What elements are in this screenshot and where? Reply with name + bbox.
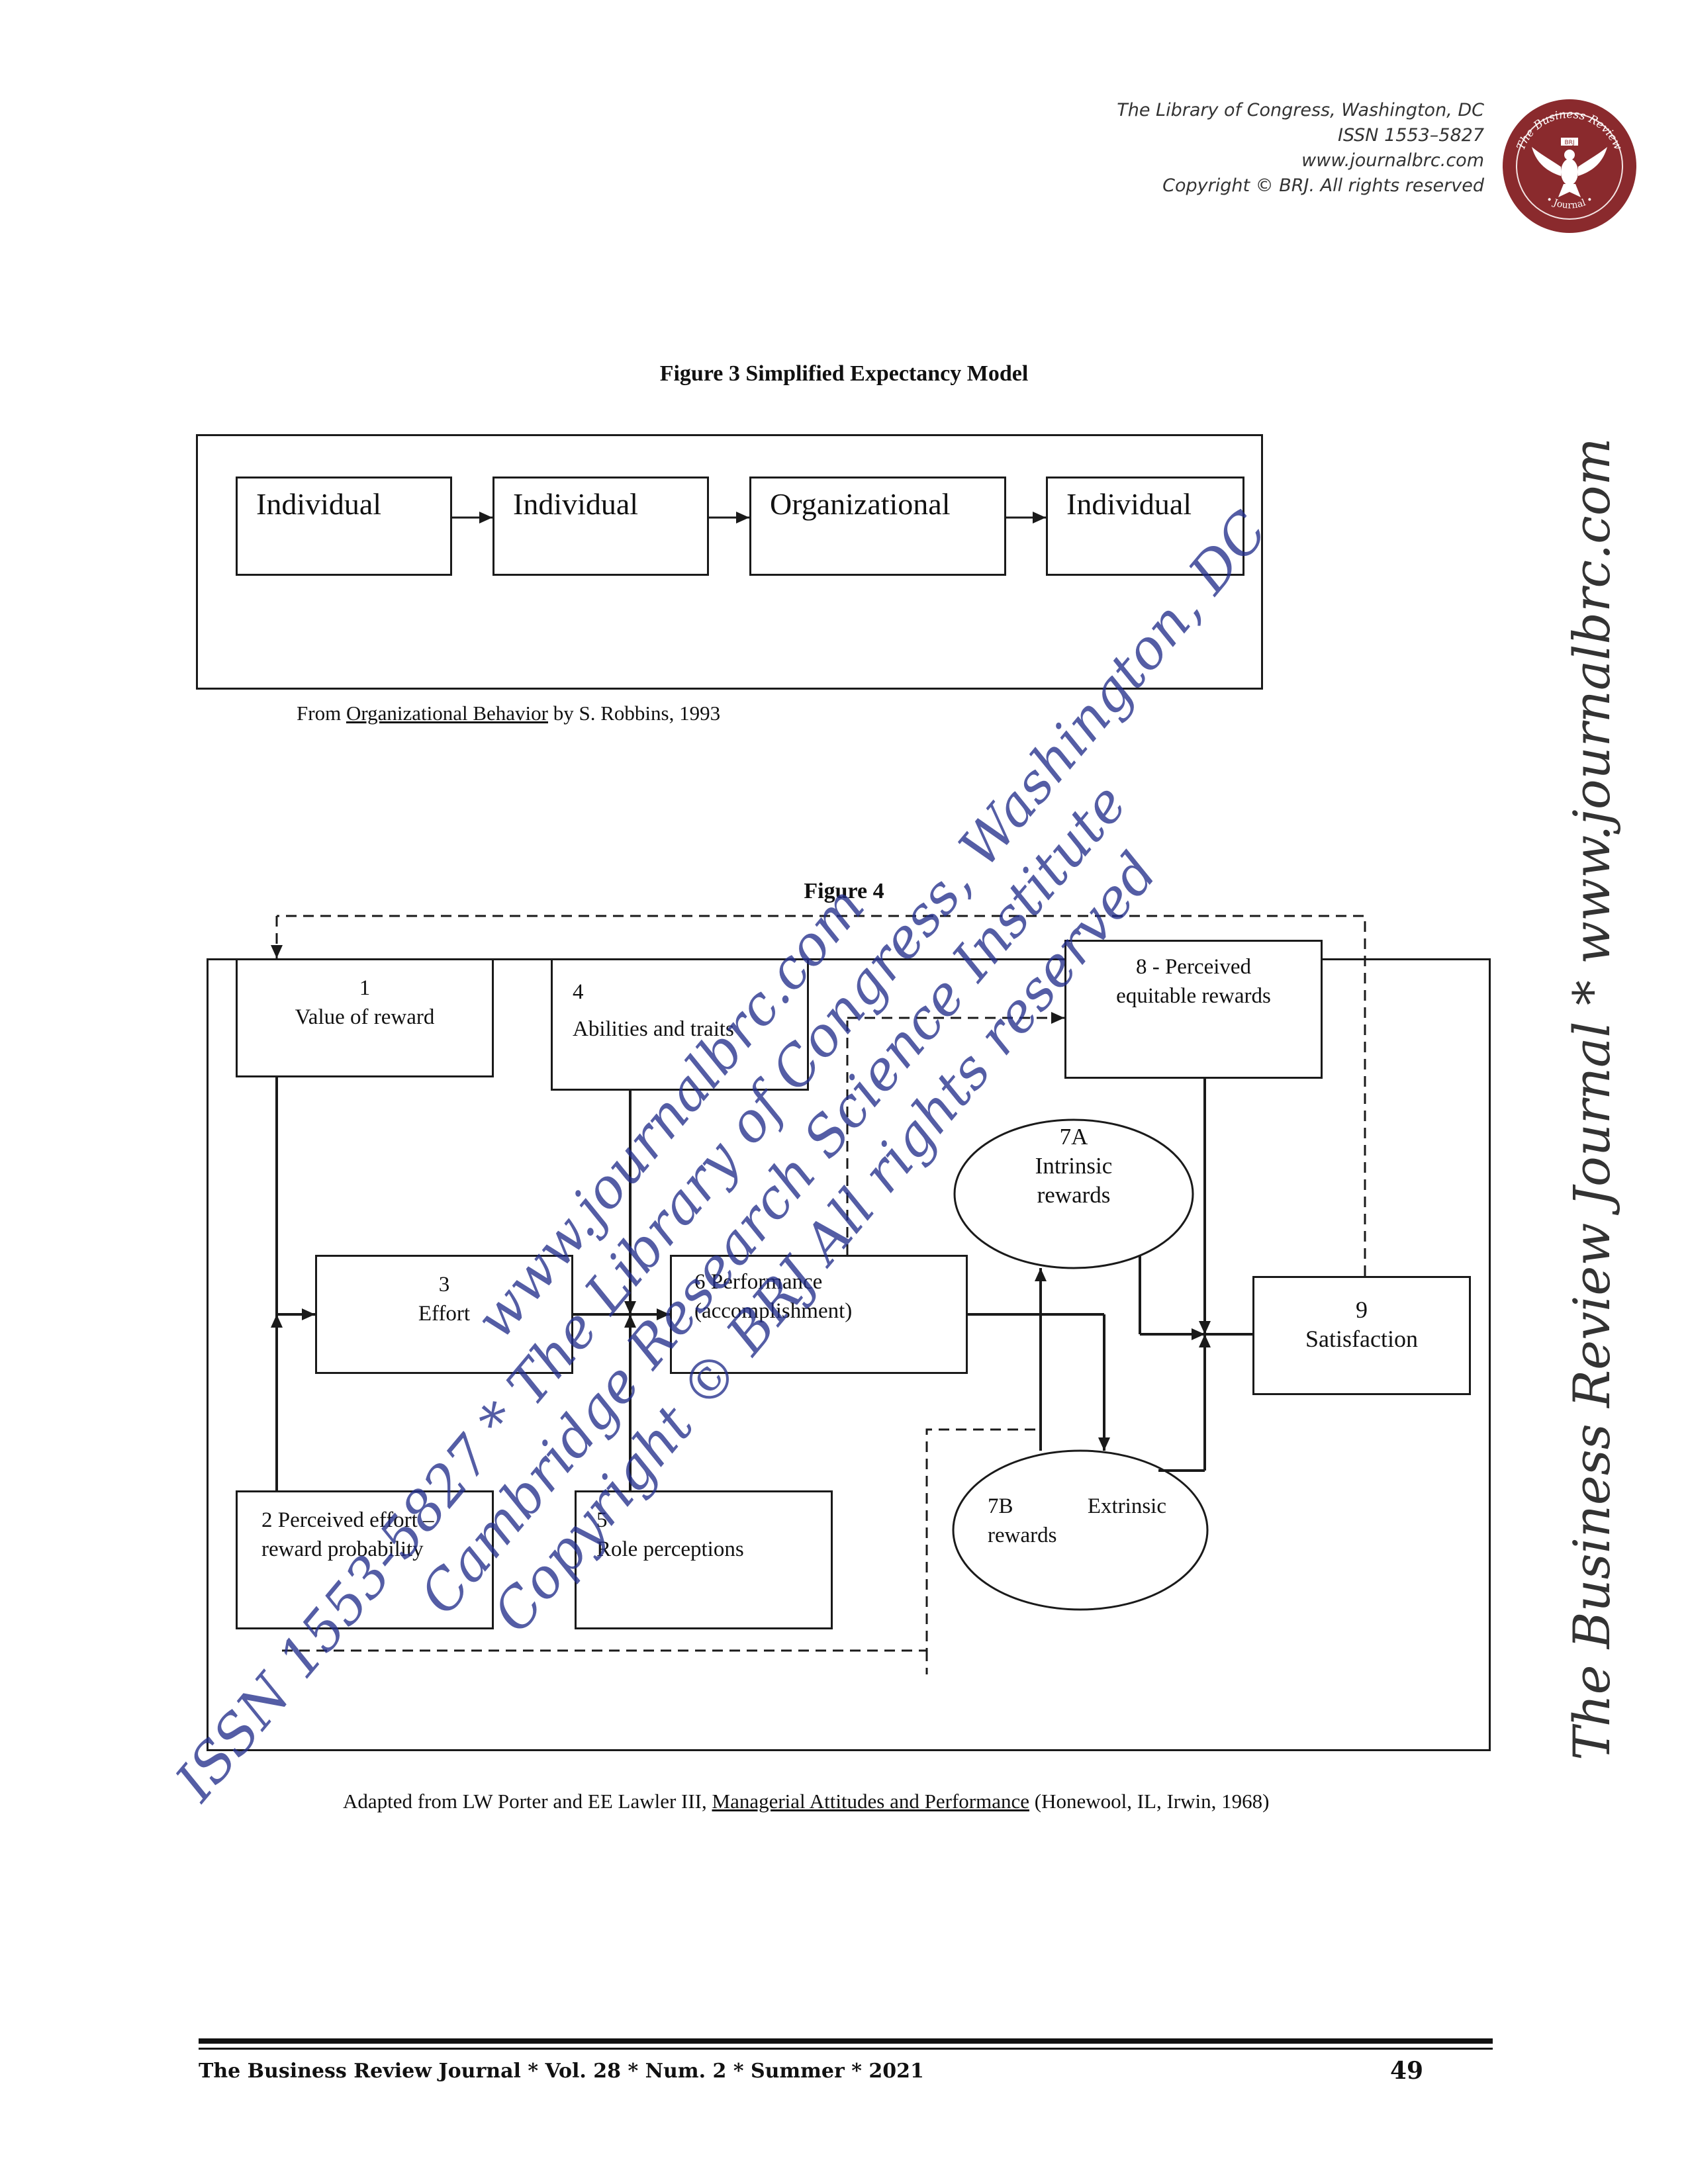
box-satisfaction: 9 Satisfaction	[1252, 1276, 1471, 1395]
journal-header: The Library of Congress, Washington, DC …	[1117, 98, 1484, 199]
figure3-box-individual-1: Individual	[236, 477, 452, 576]
seal-badge: BRJ	[1564, 140, 1574, 146]
eagle-icon	[1532, 138, 1607, 197]
header-website: www.journalbrc.com	[1301, 150, 1484, 171]
side-journal-text: The Business Review Journal * www.journa…	[1562, 437, 1621, 1760]
footer-rule-thick	[199, 2038, 1493, 2044]
header-copyright: Copyright © BRJ. All rights reserved	[1162, 175, 1484, 196]
footer-journal-info: The Business Review Journal * Vol. 28 * …	[199, 2060, 924, 2083]
box-performance: 6 Performance (accomplishment)	[670, 1255, 968, 1374]
box-abilities-and-traits: 4 Abilities and traits	[551, 958, 809, 1091]
header-issn: ISSN 1553–5827	[1338, 125, 1484, 146]
box-perceived-equitable-rewards: 8 - Perceived equitable rewards	[1064, 940, 1323, 1079]
figure4-source-book: Managerial Attitudes and Performance	[712, 1790, 1029, 1813]
header-library: The Library of Congress, Washington, DC	[1117, 100, 1484, 120]
box-effort: 3 Effort	[315, 1255, 573, 1374]
page-number: 49	[1390, 2057, 1424, 2085]
figure4-source: Adapted from LW Porter and EE Lawler III…	[343, 1790, 1270, 1813]
journal-seal-logo: The Business Review • Journal • BRJ	[1503, 99, 1636, 233]
figure3-frame	[196, 434, 1263, 690]
figure3-title: Figure 3 Simplified Expectancy Model	[659, 361, 1029, 386]
intrinsic-rewards-label: 7A Intrinsic rewards	[1035, 1124, 1113, 1208]
figure4-title: Figure 4	[804, 879, 884, 903]
box-perceived-effort-reward-probability: 2 Perceived effort – reward probability	[236, 1490, 494, 1629]
figure3-box-organizational: Organizational	[749, 477, 1006, 576]
figure3-source: From Organizational Behavior by S. Robbi…	[297, 702, 721, 725]
box-role-perceptions: 5 Role perceptions	[575, 1490, 833, 1629]
figure3-box-individual-2: Individual	[492, 477, 709, 576]
box-value-of-reward: 1 Value of reward	[236, 958, 494, 1077]
footer-rule-thin	[199, 2048, 1493, 2050]
figure3-box-individual-3: Individual	[1046, 477, 1244, 576]
figure3-source-book: Organizational Behavior	[346, 702, 548, 725]
